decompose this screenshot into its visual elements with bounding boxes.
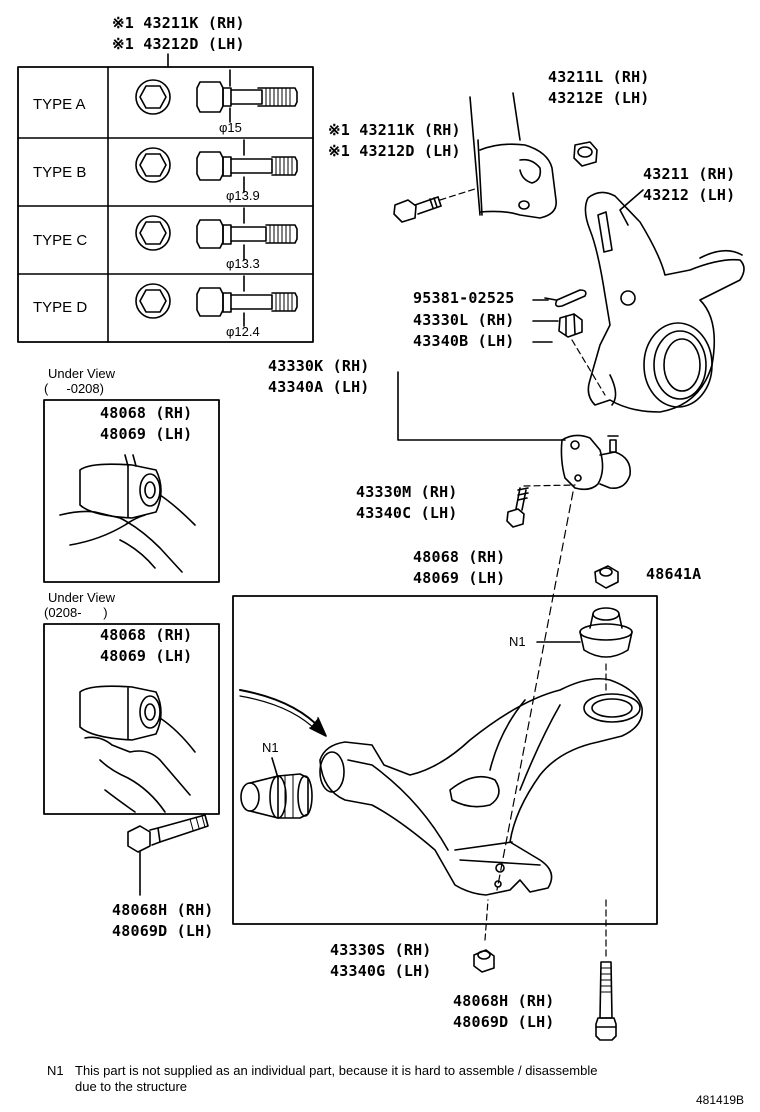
inset2-title: Under View	[48, 590, 115, 605]
label-bolt-front-rh: 48068H (RH)	[112, 901, 214, 919]
label-bolt-ball-lh: 43340C (LH)	[356, 504, 458, 522]
label-nut-top-rh: 43211L (RH)	[548, 68, 650, 86]
diagram-id: 481419B	[696, 1093, 745, 1107]
label-nut-lower-lh: 43340G (LH)	[330, 962, 432, 980]
table-header-lh: ※1 43212D (LH)	[112, 35, 245, 53]
label-cotter-pin: 95381-02525	[413, 289, 515, 307]
inset-box-1	[43, 399, 220, 583]
diameter-d: φ12.4	[226, 324, 260, 339]
label-nut-arm: 48641A	[646, 565, 702, 583]
nut-top	[573, 141, 598, 167]
table-type-c: TYPE C	[33, 232, 88, 249]
table-washer-icons	[135, 79, 171, 319]
bolt-mid	[393, 187, 479, 223]
label-ball-joint-lh: 43340A (LH)	[268, 378, 370, 396]
label-nut-ball-rh: 43330L (RH)	[413, 311, 515, 329]
bolt-front	[127, 814, 209, 853]
label-nut-lower-rh: 43330S (RH)	[330, 941, 432, 959]
cotter-pin	[544, 289, 587, 308]
inset2-rh: 48068 (RH)	[100, 626, 193, 644]
label-nut-ball-lh: 43340B (LH)	[413, 332, 515, 350]
label-arm-lh: 48069 (LH)	[413, 569, 506, 587]
bolt-type-table	[17, 53, 314, 343]
inset2-lh: 48069 (LH)	[100, 647, 193, 665]
label-nut-top-lh: 43212E (LH)	[548, 89, 650, 107]
ball-bolt	[506, 484, 576, 528]
footnote-marker: N1	[47, 1063, 64, 1078]
inset1-title: Under View	[48, 366, 115, 381]
table-bolt-icons	[196, 69, 298, 327]
inset-box-2	[43, 623, 220, 815]
bolt-rear	[595, 899, 617, 1041]
nut-lower	[473, 949, 495, 973]
label-knuckle-lh: 43212 (LH)	[643, 186, 736, 204]
label-n1-vertical: N1	[509, 634, 526, 649]
label-knuckle-rh: 43211 (RH)	[643, 165, 736, 183]
inset2-range: (0208- )	[44, 605, 108, 620]
footnote-line1: This part is not supplied as an individu…	[75, 1063, 598, 1078]
inset1-range: ( -0208)	[44, 381, 104, 396]
lower-control-arm	[319, 677, 643, 896]
label-ball-joint-rh: 43330K (RH)	[268, 357, 370, 375]
diameter-c: φ13.3	[226, 256, 260, 271]
diameter-a: φ15	[219, 120, 242, 135]
footnote-line2: due to the structure	[75, 1079, 188, 1094]
label-arm-rh: 48068 (RH)	[413, 548, 506, 566]
steering-knuckle	[584, 191, 745, 413]
table-type-b: TYPE B	[33, 164, 87, 181]
label-bolt-ball-rh: 43330M (RH)	[356, 483, 458, 501]
label-bolt-mid-rh: ※1 43211K (RH)	[328, 121, 461, 139]
inset1-rh: 48068 (RH)	[100, 404, 193, 422]
label-bolt-rear-rh: 48068H (RH)	[453, 992, 555, 1010]
strut-outline	[469, 92, 557, 219]
nut-48641a	[594, 565, 619, 589]
table-type-a: TYPE A	[33, 96, 86, 113]
label-bolt-mid-lh: ※1 43212D (LH)	[328, 142, 461, 160]
table-header-rh: ※1 43211K (RH)	[112, 14, 245, 32]
ball-joint	[560, 434, 632, 491]
bushing-vertical	[579, 607, 633, 691]
diameter-b: φ13.9	[226, 188, 260, 203]
castle-nut	[558, 313, 583, 338]
bushing-horizontal	[240, 773, 313, 819]
label-bolt-rear-lh: 48069D (LH)	[453, 1013, 555, 1031]
inset1-lh: 48069 (LH)	[100, 425, 193, 443]
table-type-d: TYPE D	[33, 299, 88, 316]
label-bolt-front-lh: 48069D (LH)	[112, 922, 214, 940]
lower-arm-frame	[232, 595, 658, 925]
label-n1-horizontal: N1	[262, 740, 279, 755]
